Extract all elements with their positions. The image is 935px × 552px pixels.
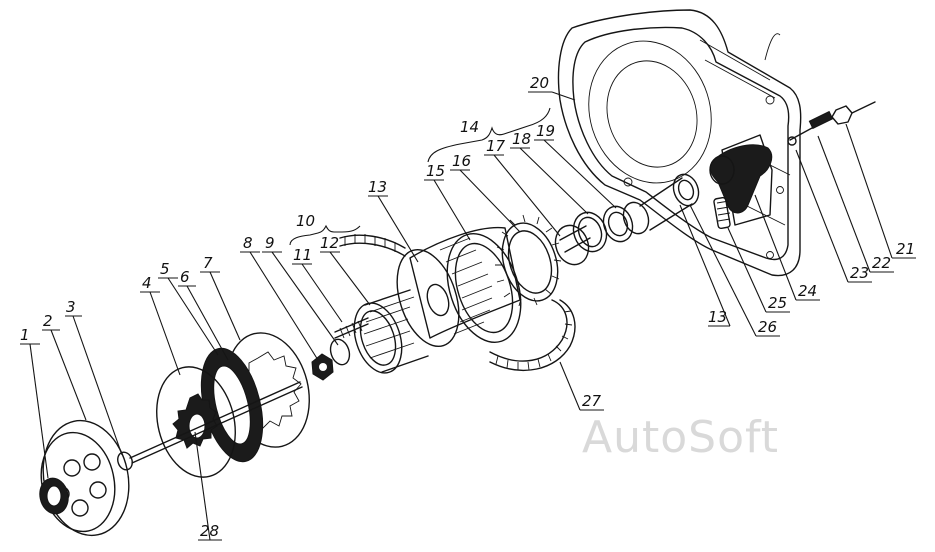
clutch-hub [311, 289, 429, 381]
callout-18: 18 [512, 130, 531, 148]
housing-cover [557, 9, 802, 277]
callout-21: 21 [896, 240, 915, 258]
front-pulley [39, 419, 130, 537]
callout-1: 1 [20, 326, 30, 344]
callout-13-drum: 13 [368, 178, 387, 196]
clutch-drum [396, 214, 562, 348]
callout-9: 9 [265, 234, 275, 252]
callout-25: 25 [768, 294, 787, 312]
callout-8: 8 [243, 234, 253, 252]
callout-5: 5 [160, 260, 170, 278]
callout-labels: 1 2 3 4 5 6 7 8 9 10 11 12 13 13 14 15 1… [20, 74, 915, 540]
sleeve-and-seals [554, 173, 700, 266]
callout-23: 23 [850, 264, 869, 282]
callout-17: 17 [486, 137, 506, 155]
bolt-assembly [787, 101, 876, 146]
callout-10: 10 [296, 212, 315, 230]
callout-20: 20 [530, 74, 549, 92]
callout-28: 28 [200, 522, 219, 540]
callout-14: 14 [460, 118, 479, 136]
callout-24: 24 [798, 282, 817, 300]
callout-7: 7 [203, 254, 213, 272]
callout-22: 22 [872, 254, 891, 272]
callout-16: 16 [452, 152, 471, 170]
callout-11: 11 [293, 246, 312, 264]
callout-6: 6 [180, 268, 190, 286]
watermark: AutoSoft [582, 412, 779, 463]
callout-13-sleeve: 13 [708, 308, 727, 326]
callout-15: 15 [426, 162, 445, 180]
leader-lines [20, 91, 916, 541]
callout-4: 4 [142, 274, 152, 292]
callout-3: 3 [66, 298, 76, 316]
callout-12: 12 [320, 234, 339, 252]
drive-chain [339, 234, 576, 371]
clutch-plates [156, 332, 310, 478]
callout-2: 2 [43, 312, 53, 330]
chain-tensioner [709, 144, 773, 230]
callout-19: 19 [536, 122, 555, 140]
group-brackets [289, 107, 551, 246]
callout-26: 26 [758, 318, 777, 336]
callout-27: 27 [582, 392, 602, 410]
